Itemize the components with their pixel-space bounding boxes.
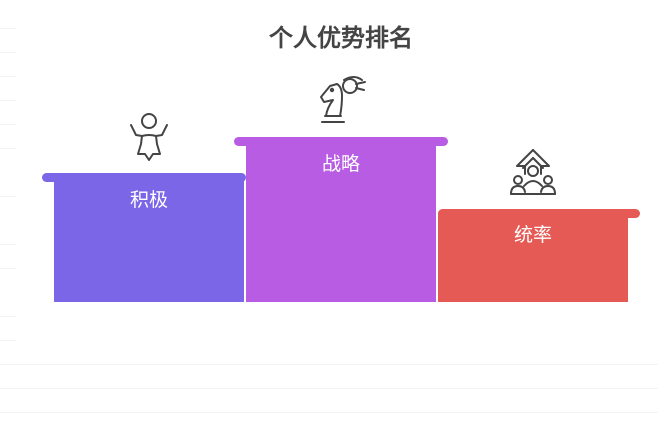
background-line: [0, 196, 16, 197]
background-line: [0, 148, 16, 149]
background-line: [0, 412, 658, 413]
background-line: [0, 124, 16, 125]
background-line: [0, 52, 16, 53]
background-line: [0, 76, 16, 77]
background-line: [0, 364, 658, 365]
podium-label-center: 战略: [321, 153, 360, 175]
background-line: [0, 244, 16, 245]
team-leadership-arrow-icon: [508, 148, 558, 198]
podium-label-right: 统率: [513, 224, 552, 246]
background-line: [0, 268, 16, 269]
celebrating-person-icon: [126, 110, 172, 162]
background-line: [0, 316, 16, 317]
background-line: [0, 340, 16, 341]
chess-knight-strategy-icon: [314, 74, 368, 126]
podium-bar-right: [438, 213, 628, 302]
podium-bar-center: [246, 141, 436, 302]
diagram-title: 个人优势排名: [269, 24, 413, 52]
background-line: [0, 28, 16, 29]
background-line: [0, 100, 16, 101]
background-line: [0, 388, 658, 389]
podium-label-left: 积极: [129, 189, 168, 211]
podium-bar-left: [54, 177, 244, 302]
